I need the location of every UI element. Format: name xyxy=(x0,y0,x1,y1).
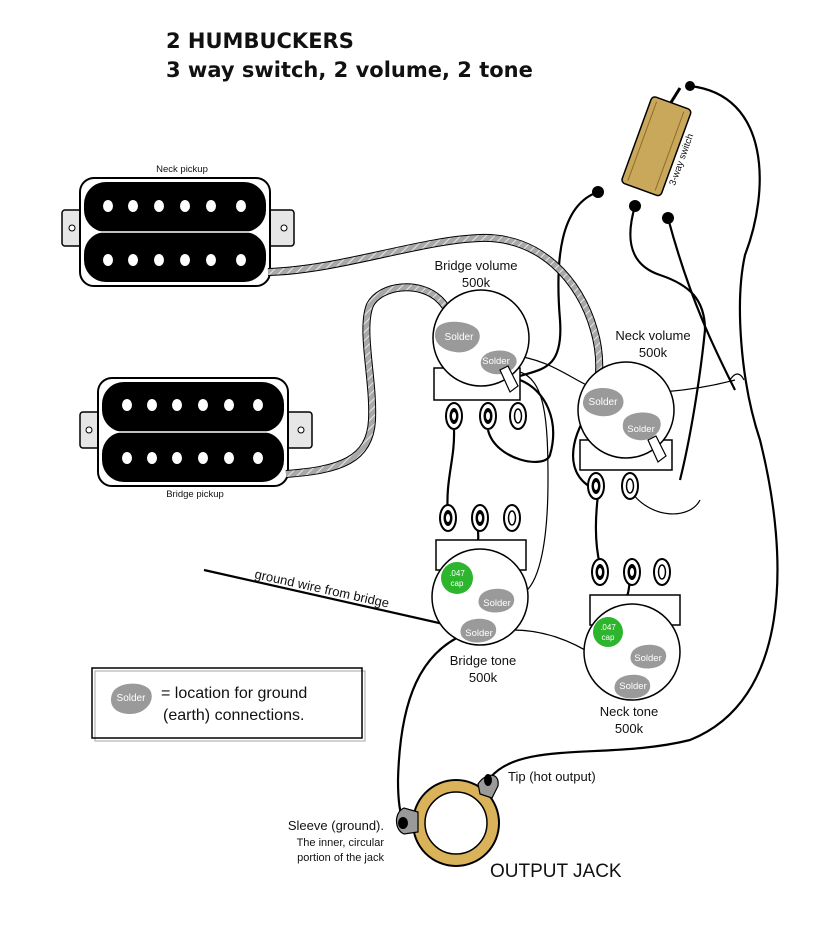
solder-blob-icon xyxy=(630,644,667,669)
solder-label: Solder xyxy=(589,397,619,408)
output-jack: Tip (hot output) Sleeve (ground). The in… xyxy=(288,769,622,882)
capacitor-icon: .047 cap xyxy=(441,562,473,594)
cap-label: cap xyxy=(451,579,464,588)
solder-label: Solder xyxy=(482,356,509,367)
cap-label: cap xyxy=(602,633,615,642)
bridge-tone-pot: .047 cap Solder Solder Bridge tone 500k xyxy=(431,504,529,685)
solder-blob-icon xyxy=(622,412,661,441)
solder-blob-icon xyxy=(582,387,624,417)
ground-wire-label: ground wire from bridge xyxy=(253,566,390,610)
bridge-volume-name: Bridge volume xyxy=(434,258,517,273)
legend-line-1: = location for ground xyxy=(161,685,307,702)
shielded-cables xyxy=(267,233,604,478)
three-way-switch: 3-way switch xyxy=(592,81,696,224)
legend-line-2: (earth) connections. xyxy=(163,707,304,724)
cap-value: .047 xyxy=(449,569,465,578)
diagram-title: 2 HUMBUCKERS xyxy=(166,29,354,53)
bridge-pickup: Bridge pickup xyxy=(79,377,313,500)
legend: Solder = location for ground (earth) con… xyxy=(91,667,366,742)
solder-blob-icon xyxy=(614,674,651,699)
legend-solder-label: Solder xyxy=(117,693,147,704)
neck-tone-value: 500k xyxy=(615,721,644,736)
cap-value: .047 xyxy=(600,623,616,632)
neck-pickup-label: Neck pickup xyxy=(156,164,208,175)
capacitor-icon: .047 cap xyxy=(593,617,623,647)
solder-label: Solder xyxy=(465,628,492,639)
solder-label: Solder xyxy=(634,653,661,664)
solder-label: Solder xyxy=(483,598,510,609)
bridge-tone-value: 500k xyxy=(469,670,498,685)
solder-blob-icon xyxy=(110,683,152,714)
bridge-volume-value: 500k xyxy=(462,275,491,290)
solder-blob-icon xyxy=(434,321,480,353)
output-jack-title: OUTPUT JACK xyxy=(490,861,622,882)
neck-tone-pot: .047 cap Solder Solder Neck tone 500k xyxy=(583,558,681,736)
bridge-volume-pot: Solder Solder Bridge volume 500k xyxy=(432,258,530,430)
jack-sleeve-label-2: The inner, circular xyxy=(297,837,385,849)
diagram-subtitle: 3 way switch, 2 volume, 2 tone xyxy=(166,58,533,82)
neck-pickup: Neck pickup xyxy=(61,164,295,287)
solder-label: Solder xyxy=(619,681,646,692)
jack-tip-label: Tip (hot output) xyxy=(508,769,596,784)
neck-volume-pot: Solder Solder Neck volume 500k xyxy=(577,328,691,500)
solder-blob-icon xyxy=(478,588,515,613)
neck-tone-name: Neck tone xyxy=(600,704,659,719)
bridge-pickup-label: Bridge pickup xyxy=(166,489,224,500)
solder-label: Solder xyxy=(627,424,654,435)
solder-blob-icon xyxy=(460,618,497,643)
jack-sleeve-label-1: Sleeve (ground). xyxy=(288,818,384,833)
solder-label: Solder xyxy=(445,332,475,343)
neck-volume-name: Neck volume xyxy=(615,328,690,343)
bridge-tone-name: Bridge tone xyxy=(450,653,517,668)
jack-sleeve-label-3: portion of the jack xyxy=(297,852,384,864)
neck-volume-value: 500k xyxy=(639,345,668,360)
